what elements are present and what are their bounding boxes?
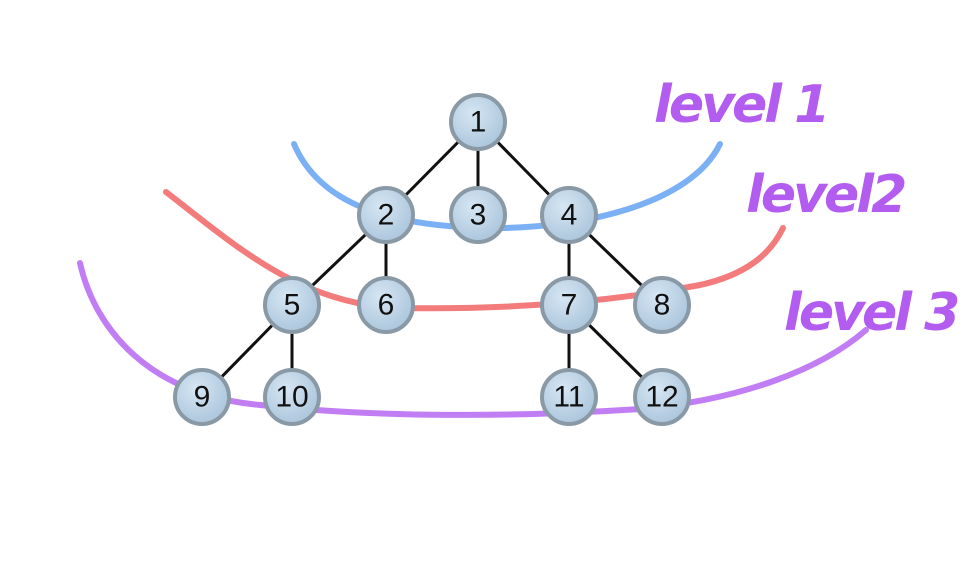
tree-edges (200, 120, 664, 399)
node-circle (263, 276, 321, 334)
node-circle (540, 186, 598, 244)
level2-curve (163, 189, 786, 312)
node-label: 8 (654, 289, 671, 322)
node-circle (357, 186, 415, 244)
node-circle (633, 368, 691, 426)
node-circle (540, 368, 598, 426)
node-4: 4 (540, 186, 598, 244)
node-9: 9 (173, 368, 231, 426)
node-label: 2 (378, 199, 395, 232)
node-circle (263, 368, 321, 426)
level2-label: level2 (746, 165, 905, 225)
node-12: 12 (633, 368, 691, 426)
node-1: 1 (449, 93, 507, 151)
node-6: 6 (357, 276, 415, 334)
node-7: 7 (540, 276, 598, 334)
node-11: 11 (540, 368, 598, 426)
node-circle (357, 276, 415, 334)
node-label: 5 (284, 289, 301, 322)
node-8: 8 (633, 276, 691, 334)
node-label: 3 (470, 199, 487, 232)
node-circle (449, 186, 507, 244)
level1-label: level 1 (654, 75, 827, 135)
node-label: 12 (645, 381, 678, 414)
node-label: 9 (194, 381, 211, 414)
node-label: 11 (553, 381, 584, 414)
node-label: 6 (378, 289, 395, 322)
node-5: 5 (263, 276, 321, 334)
node-3: 3 (449, 186, 507, 244)
level3-label: level 3 (784, 283, 958, 343)
node-circle (449, 93, 507, 151)
node-10: 10 (263, 368, 321, 426)
level-labels: level 1 level2 level 3 (654, 75, 961, 343)
node-label: 7 (561, 289, 578, 322)
node-label: 4 (561, 199, 578, 232)
node-label: 1 (470, 106, 487, 139)
node-circle (173, 368, 231, 426)
node-circle (540, 276, 598, 334)
node-label: 10 (275, 381, 308, 414)
node-2: 2 (357, 186, 415, 244)
level3-curve (77, 260, 869, 418)
node-circle (633, 276, 691, 334)
